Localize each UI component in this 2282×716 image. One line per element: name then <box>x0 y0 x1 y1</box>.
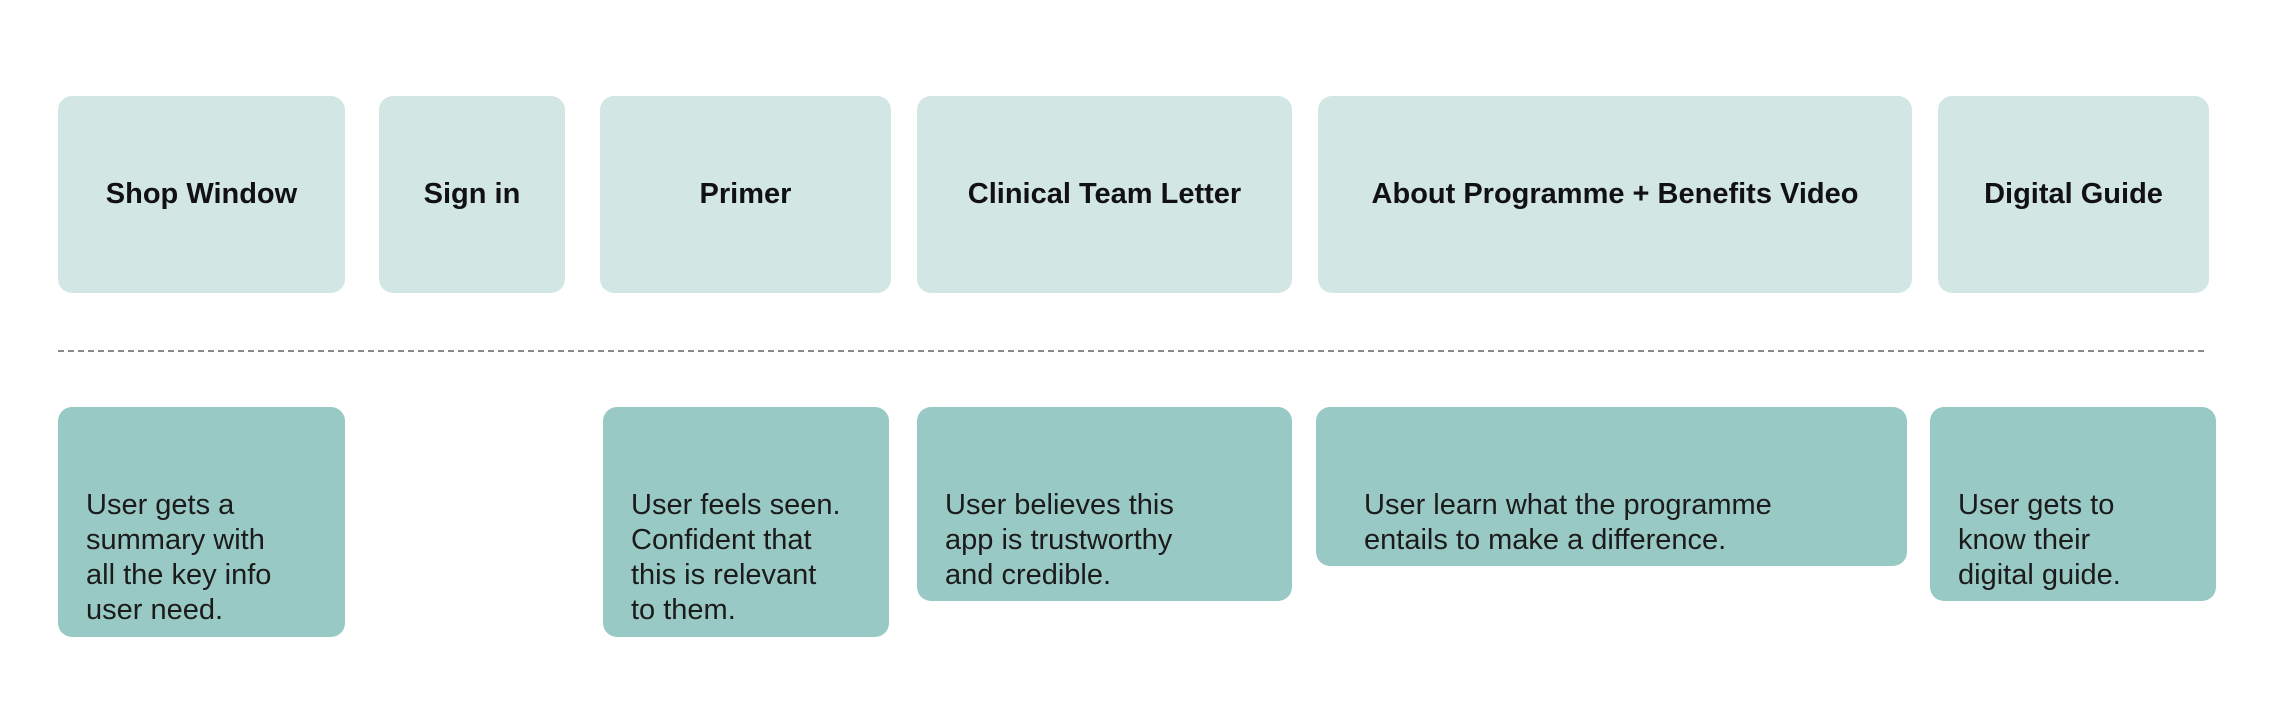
step-label: Digital Guide <box>1984 178 2163 210</box>
outcome-text: User believes this app is trustworthy an… <box>945 489 1174 591</box>
outcome-clinical-team-letter: User believes this app is trustworthy an… <box>917 407 1292 601</box>
outcome-about-programme-benefits-video: User learn what the programme entails to… <box>1316 407 1907 566</box>
outcome-digital-guide: User gets to know their digital guide. <box>1930 407 2216 601</box>
outcome-text: User feels seen. Confident that this is … <box>631 489 841 626</box>
step-digital-guide: Digital Guide <box>1938 96 2209 293</box>
step-label: Clinical Team Letter <box>967 178 1242 210</box>
step-label: Primer <box>699 178 792 210</box>
step-label: Sign in <box>423 178 521 210</box>
outcome-shop-window: User gets a summary with all the key inf… <box>58 407 345 637</box>
dashed-divider <box>58 350 2204 352</box>
step-label: Shop Window <box>105 178 298 210</box>
step-shop-window: Shop Window <box>58 96 345 293</box>
step-label: About Programme + Benefits Video <box>1371 178 1859 210</box>
step-about-programme-benefits-video: About Programme + Benefits Video <box>1318 96 1912 293</box>
step-primer: Primer <box>600 96 891 293</box>
outcome-text: User learn what the programme entails to… <box>1364 489 1772 556</box>
outcome-text: User gets to know their digital guide. <box>1958 489 2121 591</box>
outcome-text: User gets a summary with all the key inf… <box>86 489 272 626</box>
outcome-primer: User feels seen. Confident that this is … <box>603 407 889 637</box>
step-sign-in: Sign in <box>379 96 565 293</box>
step-clinical-team-letter: Clinical Team Letter <box>917 96 1292 293</box>
